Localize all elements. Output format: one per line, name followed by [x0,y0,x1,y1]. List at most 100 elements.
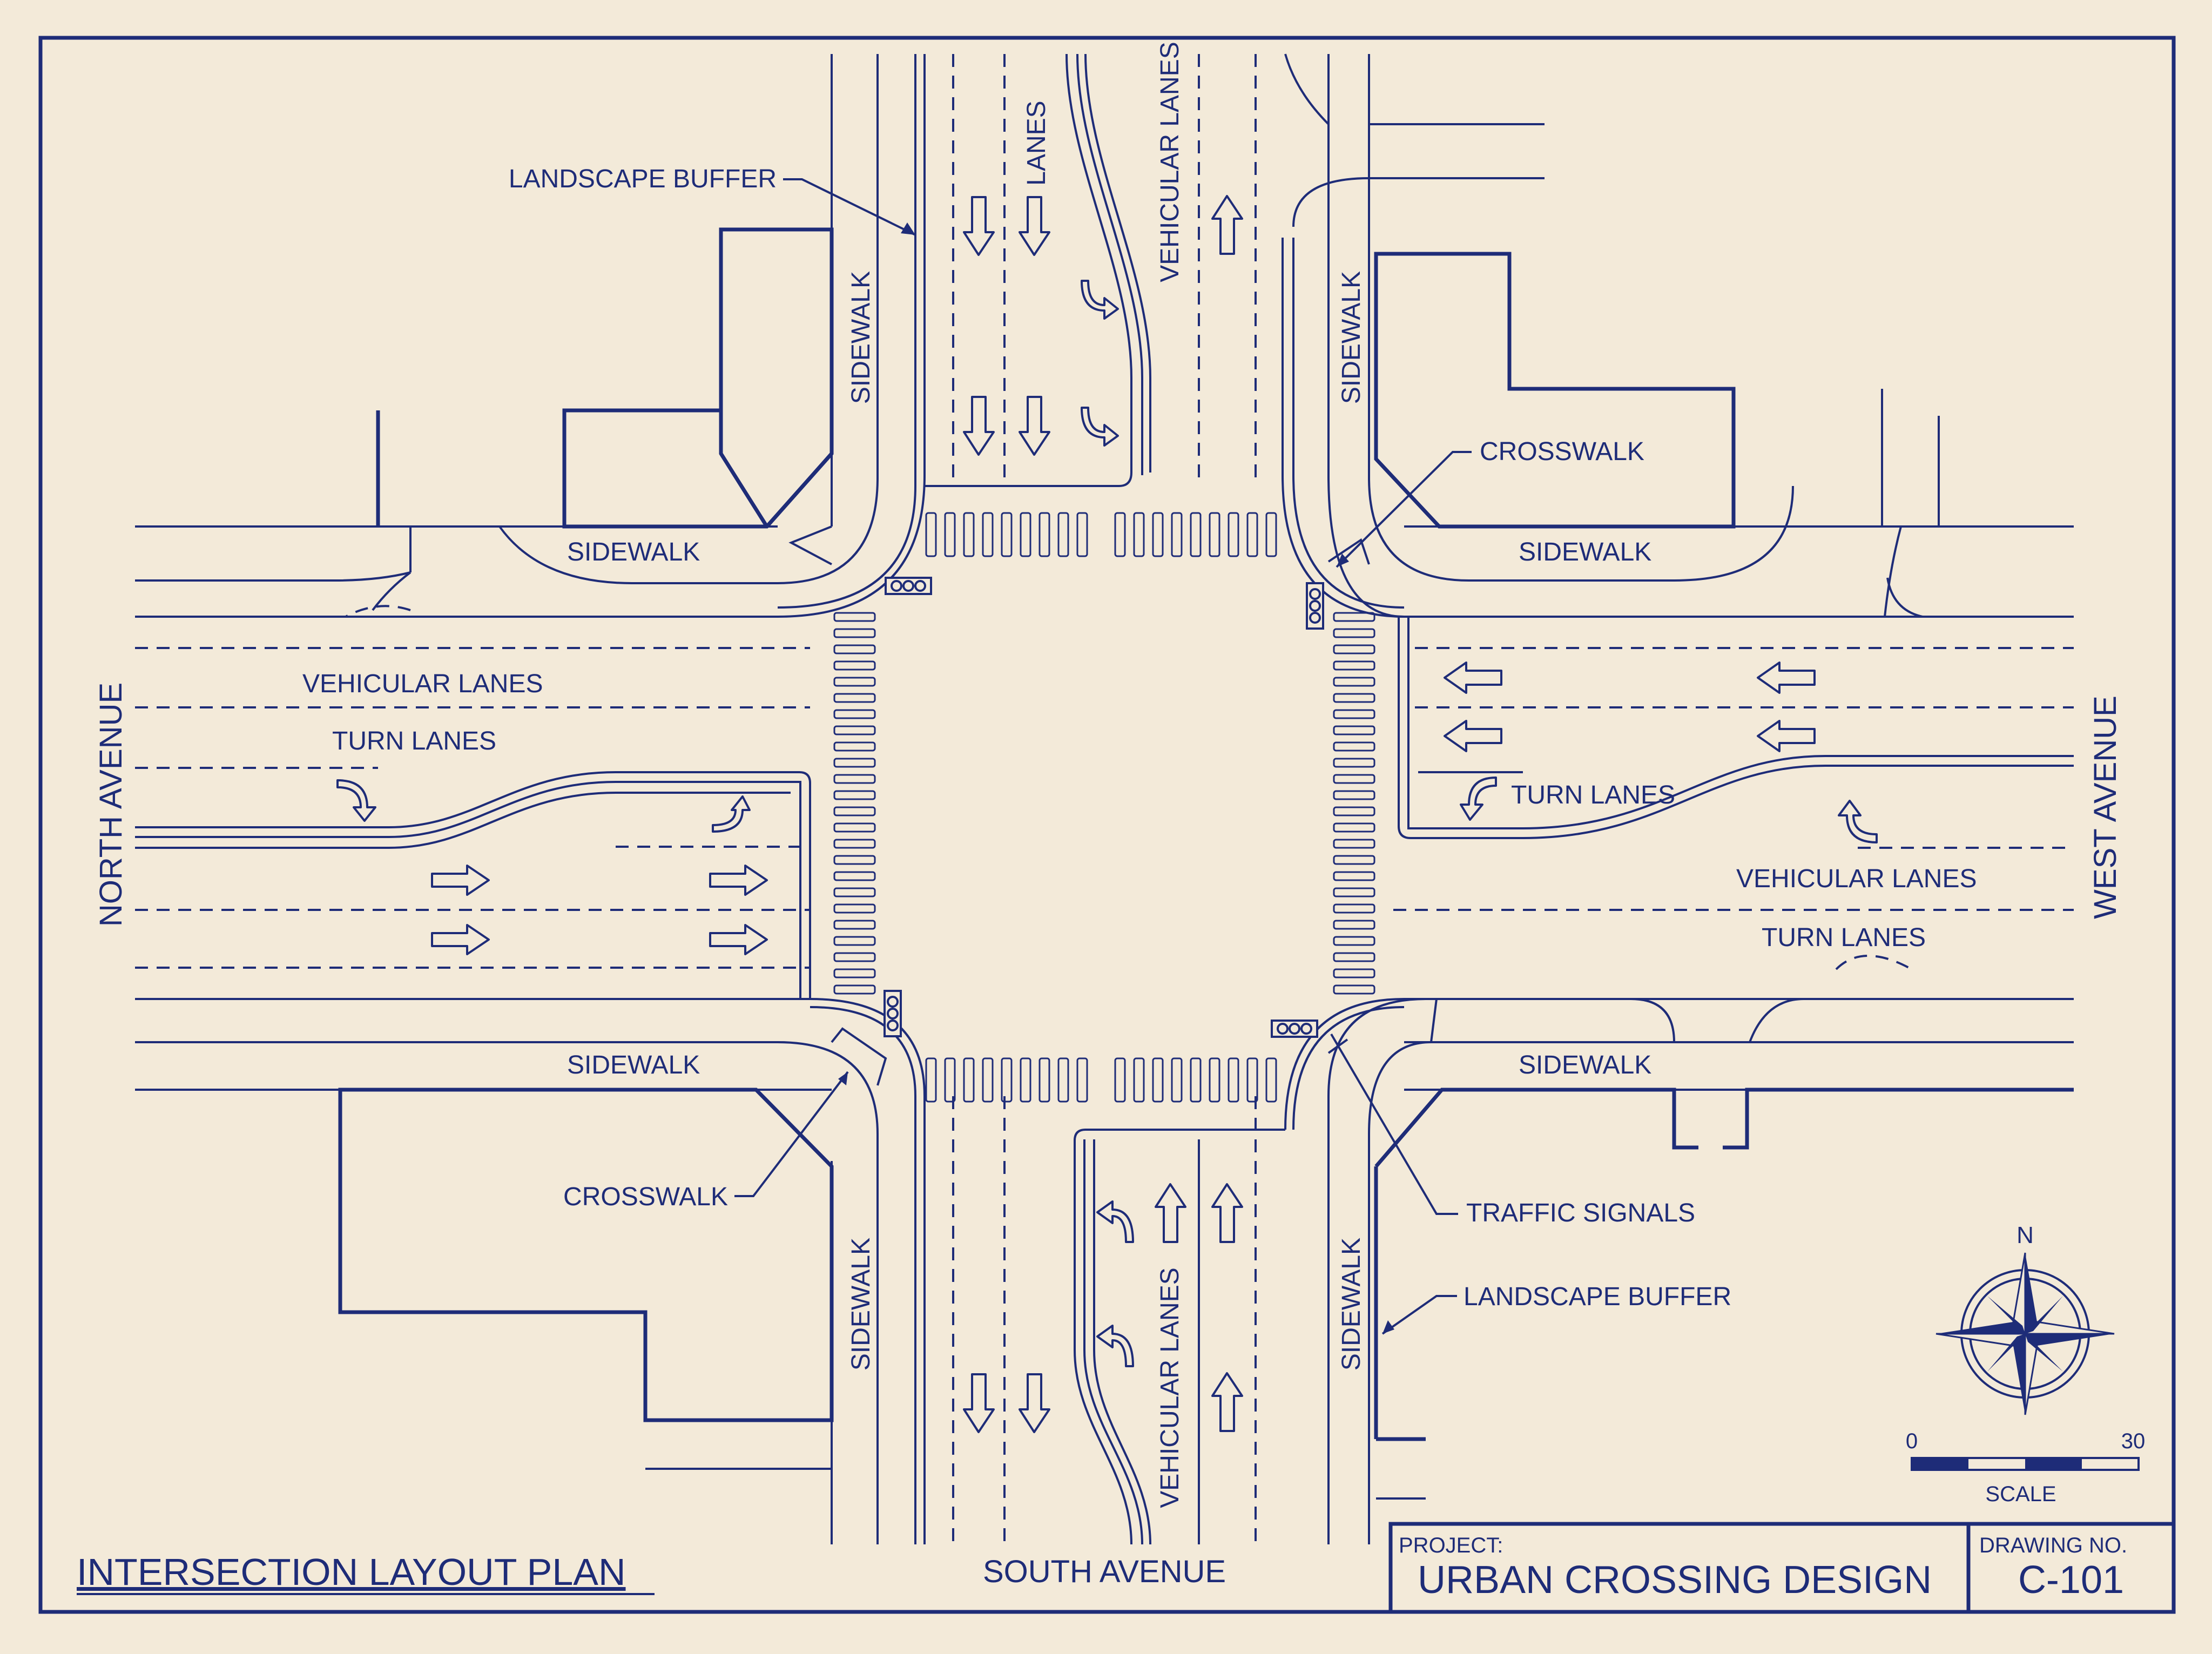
crosswalk-stripe [1333,855,1375,865]
arrow-left-icon [1757,661,1816,694]
crosswalk-stripe [1333,660,1375,671]
crosswalk-stripe [1190,1057,1202,1103]
crosswalk-stripe [1228,512,1239,557]
crosswalk-stripe [833,936,876,946]
arrow-left-icon [1444,720,1502,752]
crosswalk-stripe [1265,512,1277,557]
crosswalk-stripe [944,512,956,557]
lane-lines [135,54,2074,1544]
crosswalk-stripe [925,1057,937,1103]
crosswalk-stripe [1333,774,1375,784]
crosswalk-stripe [833,693,876,703]
sidewalk-label: SIDEWALK [1519,538,1651,566]
crosswalk-stripe [1001,512,1013,557]
crosswalk-stripe [833,871,876,881]
arrow-down-icon [963,1373,995,1433]
sidewalk-label: SIDEWALK [1337,271,1366,404]
scale-max: 30 [2121,1429,2146,1453]
leader-lines [734,178,1472,1335]
crosswalk-stripe [833,806,876,816]
turn-left-arrow-icon [1096,1200,1134,1243]
crosswalk-stripe [1333,790,1375,800]
crosswalk-stripe [1020,512,1031,557]
arrow-up-icon [1211,1183,1243,1243]
crosswalk-stripe [1333,677,1375,687]
crosswalk-stripe [833,628,876,638]
crosswalk-stripe [833,855,876,865]
sidewalk-label: SIDEWALK [567,538,700,566]
crosswalk-stripe [982,512,994,557]
title-block: PROJECT: URBAN CROSSING DESIGN DRAWING N… [1388,1522,2176,1614]
crosswalk-stripe [963,512,975,557]
traffic-signal-se [1271,1020,1318,1038]
project-name: URBAN CROSSING DESIGN [1418,1558,1932,1602]
crosswalk-stripe [944,1057,956,1103]
arrow-right-icon [431,865,490,896]
vehicular-lanes-label: VEHICULAR LANES [1736,865,1977,893]
crosswalk-stripe [1001,1057,1013,1103]
crosswalk-stripe [1333,628,1375,638]
crosswalk-stripe [1333,871,1375,881]
crosswalk-stripe [833,839,876,849]
crosswalk-stripe [833,709,876,719]
crosswalk-stripe [1333,920,1375,930]
drawing-title: INTERSECTION LAYOUT PLAN [77,1551,626,1593]
turn-lanes-label: TURN LANES [332,727,496,755]
arrow-down-icon [963,396,995,456]
sidewalk-label: SIDEWALK [847,271,875,404]
turn-left-arrow-icon [712,795,751,833]
arrow-up-icon [1155,1183,1186,1243]
crosswalk-stripe [1114,512,1126,557]
crosswalk-label: CROSSWALK [1480,437,1644,466]
arrow-up-icon [1211,1372,1243,1432]
crosswalk-stripe [833,725,876,735]
arrow-down-icon [963,196,995,256]
crosswalk-stripe [982,1057,994,1103]
turn-lanes-label: TURN LANES [1511,781,1675,809]
crosswalk-stripe [1333,741,1375,752]
crosswalk-stripe [833,741,876,752]
crosswalk-stripe [1333,644,1375,654]
lanes-label: LANES [1022,100,1051,185]
turn-right-arrow-icon [1838,800,1878,843]
crosswalk-stripe [1333,984,1375,995]
drawing-no-label: DRAWING NO. [1979,1534,2127,1557]
crosswalk-stripe [833,952,876,962]
crosswalk-stripe [833,677,876,687]
crosswalk-stripe [833,612,876,622]
crosswalk-stripe [833,660,876,671]
turn-arrow-icon [1081,407,1119,447]
crosswalk-stripe [1333,806,1375,816]
crosswalk-stripe [1246,1057,1258,1103]
traffic-signal-sw [884,990,902,1037]
vehicular-lanes-label: VEHICULAR LANES [1156,42,1184,282]
landscape-buffer-label: LANDSCAPE BUFFER [509,165,777,193]
crosswalk-stripe [1333,887,1375,897]
turn-arrow-icon [1081,280,1119,320]
crosswalk-stripe [833,774,876,784]
crosswalk-stripe [1333,725,1375,735]
arrow-left-icon [1444,661,1502,694]
crosswalk-stripe [1190,512,1202,557]
sidewalk-label: SIDEWALK [847,1238,875,1371]
crosswalk-stripe [833,790,876,800]
turn-right-arrow-icon [336,779,376,822]
crosswalk-stripe [1152,1057,1164,1103]
crosswalk-stripe [1333,612,1375,622]
crosswalk-stripe [925,512,937,557]
crosswalk-stripe [1057,1057,1069,1103]
traffic-signals-label: TRAFFIC SIGNALS [1466,1199,1695,1227]
crosswalk-stripe [1076,1057,1088,1103]
arrow-left-icon [1757,720,1816,752]
scale-bar: 0 30 SCALE [1906,1429,2145,1506]
crosswalk-stripe [1333,822,1375,833]
crosswalk-stripe [1171,512,1183,557]
crosswalk-stripe [833,887,876,897]
compass-north-letter: N [2017,1222,2034,1248]
landscape-buffer-label: LANDSCAPE BUFFER [1464,1282,1731,1311]
street-name-west: WEST AVENUE [2088,696,2123,919]
crosswalk-label: CROSSWALK [563,1183,728,1211]
street-name-south: SOUTH AVENUE [983,1554,1226,1589]
crosswalk-stripe [833,920,876,930]
